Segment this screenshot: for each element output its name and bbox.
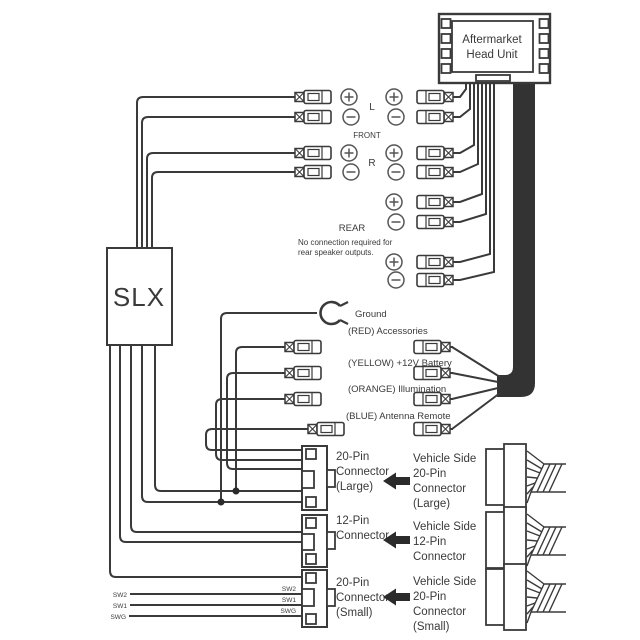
head-unit-bottom-tab: [475, 74, 511, 82]
wire: [146, 152, 293, 248]
head-unit-pin-squares: [440, 18, 550, 74]
vehicle1-label-line2: 20-Pin: [413, 468, 446, 480]
red-wire: [235, 346, 283, 491]
harness-side-terminals: [281, 89, 345, 437]
head-unit-label-line2: Head Unit: [466, 49, 518, 61]
orange-illumination-label: (ORANGE) Illumination: [348, 384, 446, 395]
vehicle2-label-line1: Vehicle Side: [413, 521, 476, 533]
slx-output-wires: [109, 345, 302, 578]
connector3-label-line2: Connector: [336, 592, 389, 604]
yellow-wire: [226, 372, 302, 470]
blue-wire: [205, 428, 306, 451]
wire: [130, 345, 302, 533]
ground-wire: [220, 312, 317, 502]
wire: [455, 83, 471, 118]
wire: [455, 83, 491, 263]
wire: [455, 83, 467, 98]
rear-note-line2: rear speaker outputs.: [298, 248, 374, 257]
vehicle2-label-line2: 12-Pin: [413, 536, 446, 548]
wire: [151, 171, 293, 248]
head-unit-label-line1: Aftermarket: [462, 34, 522, 46]
swg-label-right: SWG: [280, 608, 296, 615]
vehicle3-label-line1: Vehicle Side: [413, 576, 476, 588]
vehicle3-label-line3: Connector: [413, 606, 466, 618]
wire: [451, 387, 499, 400]
blue-antenna-label: (BLUE) Antenna Remote: [346, 411, 451, 422]
vehicle2-label-line3: Connector: [413, 551, 466, 563]
switch-wires: [129, 593, 302, 617]
rear-note-line1: No connection required for: [298, 238, 393, 247]
head-unit-wires: [455, 83, 495, 281]
wire: [119, 345, 302, 543]
sw2-label-right: SW2: [282, 586, 296, 593]
harness-connector-12pin: [301, 514, 336, 568]
yellow-battery-label: (YELLOW) +12V Battery: [348, 358, 452, 369]
vehicle1-label-line3: Connector: [413, 483, 466, 495]
right-channel-label: R: [368, 158, 375, 169]
wire: [455, 83, 495, 281]
harness-connector-20pin-large: [301, 445, 336, 511]
ground-lug-icon: [319, 300, 349, 326]
harness-connector-20pin-small: [301, 569, 336, 628]
wire: [141, 345, 302, 503]
vehicle3-label-line4: (Small): [413, 621, 450, 633]
vehicle1-label-line1: Vehicle Side: [413, 453, 476, 465]
sw1-label-left: SW1: [113, 603, 127, 610]
sw2-label-left: SW2: [113, 592, 127, 599]
wire: [455, 83, 479, 173]
connector1-label-line1: 20-Pin: [336, 451, 369, 463]
wire: [455, 83, 487, 223]
wire: [109, 345, 302, 578]
connector1-label-line3: (Large): [336, 481, 373, 493]
arrow-left-icon: [383, 588, 410, 606]
polarity-symbols: [340, 88, 405, 289]
rear-label: REAR: [339, 223, 366, 234]
connector3-label-line1: 20-Pin: [336, 577, 369, 589]
front-label: FRONT: [353, 131, 381, 140]
power-and-ground-wires: [205, 312, 317, 502]
connector2-label-line1: 12-Pin: [336, 515, 369, 527]
wire: [455, 83, 483, 203]
cable-fanout-wires: [451, 346, 501, 430]
wire: [451, 392, 501, 430]
wire: [451, 346, 501, 378]
junction-dot: [217, 498, 225, 506]
junction-dot: [232, 487, 240, 495]
connector2-label-line2: Connector: [336, 530, 389, 542]
wire: [455, 83, 475, 154]
slx-module: SLX: [106, 247, 173, 346]
aftermarket-head-unit: Aftermarket Head Unit: [437, 12, 552, 85]
wire: [141, 116, 293, 248]
vehicle1-label-line4: (Large): [413, 498, 450, 510]
left-channel-label: L: [369, 102, 375, 113]
connector1-label-line2: Connector: [336, 466, 389, 478]
arrow-left-icon: [383, 472, 410, 490]
vehicle3-label-line2: 20-Pin: [413, 591, 446, 603]
arrow-left-icon: [383, 531, 410, 549]
wire: [154, 345, 302, 492]
wire: [451, 372, 499, 383]
sw1-label-right: SW1: [282, 597, 296, 604]
connector3-label-line3: (Small): [336, 607, 373, 619]
slx-label: SLX: [113, 282, 165, 312]
thick-harness-cable: [497, 83, 535, 397]
wire: [136, 96, 293, 248]
front-speaker-wires-left: [136, 96, 293, 248]
swg-label-left: SWG: [110, 614, 126, 621]
red-accessories-label: (RED) Accessories: [348, 326, 428, 337]
ground-label: Ground: [355, 309, 387, 320]
